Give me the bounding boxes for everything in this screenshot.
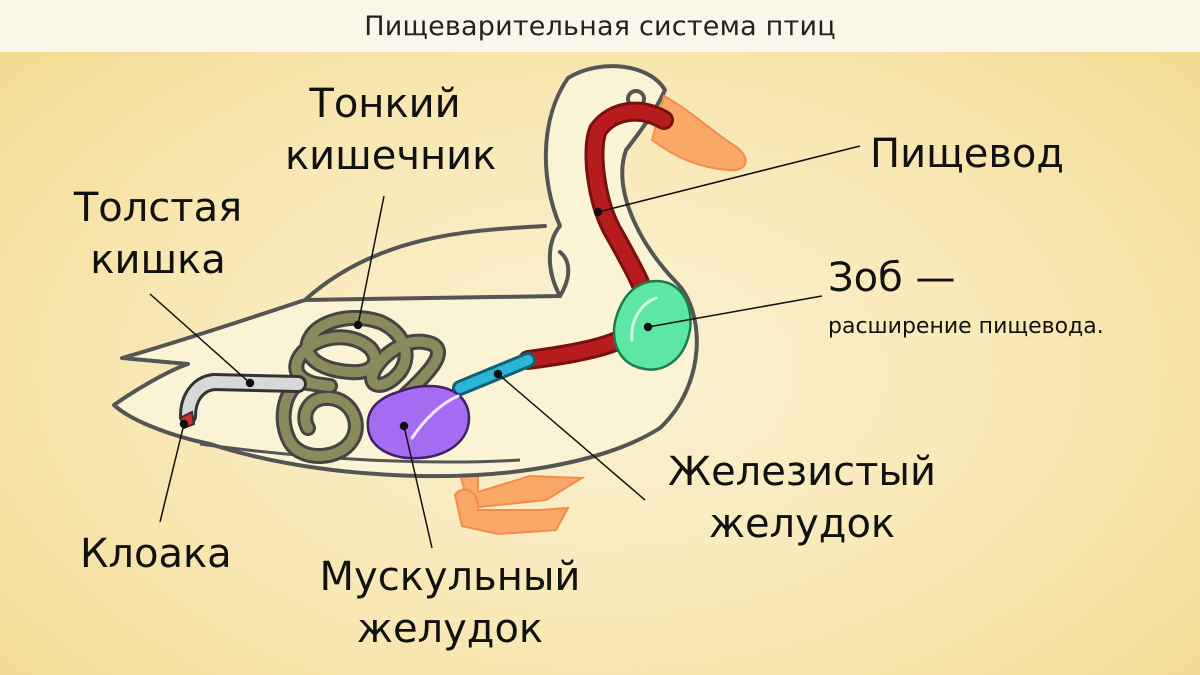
label-large-intestine: Толстая кишка: [58, 182, 258, 286]
label-small-intestine-line1: Тонкий: [309, 81, 461, 127]
label-muscular-stomach-line2: желудок: [356, 606, 544, 652]
label-glandular-stomach-line1: Железистый: [667, 449, 936, 495]
label-small-intestine-line2: кишечник: [285, 133, 497, 179]
label-esophagus: Пищевод: [870, 131, 1065, 177]
duck-beak: [650, 94, 747, 172]
small-intestine-organ: [275, 310, 446, 464]
label-large-intestine-line1: Толстая: [73, 185, 243, 231]
label-glandular-stomach-line2: желудок: [708, 501, 896, 547]
label-crop: Зоб —: [828, 255, 956, 301]
leader-lines: [149, 145, 861, 549]
belly-line: [199, 442, 521, 464]
label-cloaca: Клоака: [80, 531, 232, 577]
label-small-intestine: Тонкий кишечник: [285, 78, 497, 182]
crop-organ: [612, 279, 692, 371]
wing-outline: [303, 224, 571, 302]
label-crop-subtitle: расширение пищевода.: [828, 314, 1104, 339]
label-large-intestine-line2: кишка: [90, 237, 226, 283]
label-muscular-stomach: Мускульный желудок: [300, 551, 600, 655]
label-glandular-stomach: Железистый желудок: [652, 446, 952, 550]
title-bar: Пищеварительная система птиц: [0, 0, 1200, 52]
duck-feet: [453, 453, 586, 536]
label-muscular-stomach-line1: Мускульный: [319, 554, 581, 600]
page-title: Пищеварительная система птиц: [364, 10, 836, 42]
